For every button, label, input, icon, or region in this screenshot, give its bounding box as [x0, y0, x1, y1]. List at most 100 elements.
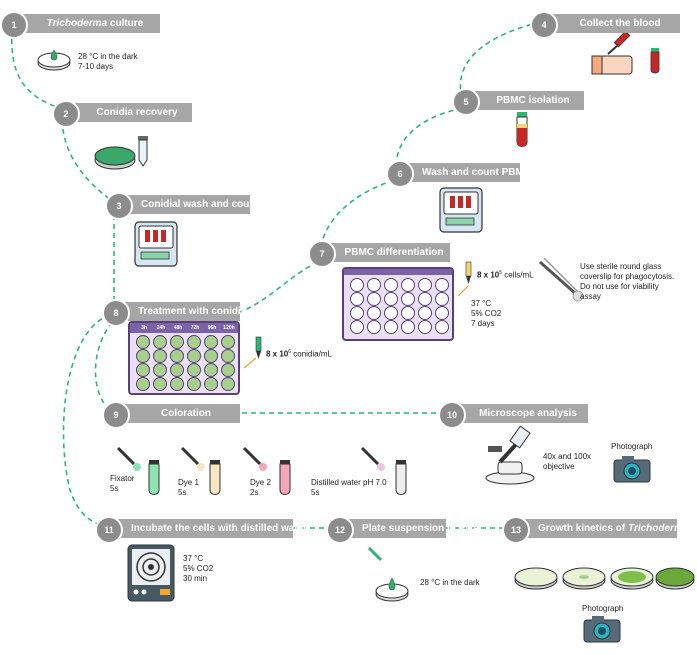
step-number: 10 [438, 401, 466, 429]
step-title: PBMC isolation [496, 95, 570, 106]
incubate-conditions: 37 °C 5% CO2 30 min [183, 554, 214, 583]
hot-plate-icon [127, 544, 175, 602]
plate-well [401, 292, 415, 306]
step-1: 1 Trichoderma culture [0, 11, 160, 39]
step-title: Wash and count PBMC [422, 167, 532, 178]
camera-icon [613, 456, 651, 483]
plate-well [418, 278, 432, 292]
conidia-well-plate: 3h 24h 48h 72h 96h 120h [128, 321, 240, 395]
plate-well [136, 363, 150, 377]
plate-well [136, 335, 150, 349]
dye2-dropper-icon [242, 446, 267, 471]
microscope-icon [485, 425, 535, 485]
step-title: Incubate the cells with distilled water [131, 523, 308, 534]
conidia-concentration: 8 x 106 conidia/mL [266, 349, 332, 359]
petri-dish-icon [37, 49, 71, 71]
step-number: 6 [386, 160, 414, 188]
step-title: PBMC differentiation [344, 247, 444, 258]
plate-well [187, 377, 201, 391]
growth-dish-3-icon [610, 567, 654, 590]
dye1-tube-icon [209, 460, 221, 495]
plate-well [153, 335, 167, 349]
plate-well [367, 320, 381, 334]
pbmc-concentration: 8 x 105 cells/mL [477, 270, 534, 280]
plate-well [435, 278, 449, 292]
plate-well [418, 292, 432, 306]
step-title: Collect the blood [579, 18, 661, 29]
dye1-dropper-icon [180, 446, 205, 471]
growth-dish-1-icon [514, 567, 558, 590]
dye1-label: Dye 1 5s [178, 478, 199, 497]
step-title: Microscope analysis [479, 408, 577, 419]
plate-well [350, 292, 364, 306]
step-title: Conidia recovery [96, 107, 178, 118]
step-11: 11 Incubate the cells with distilled wat… [95, 516, 308, 544]
water-tube-icon [395, 460, 407, 495]
step-9: 9 Coloration [102, 401, 240, 429]
plate-well [401, 306, 415, 320]
step-title: Trichoderma culture [46, 18, 144, 29]
step-number: 9 [102, 401, 130, 429]
step-12: 12 Plate suspension in PDA [326, 516, 480, 544]
step-number: 13 [502, 516, 530, 544]
step-6: 6 Wash and count PBMC [386, 160, 532, 188]
plate-well [187, 349, 201, 363]
connector-6-7 [319, 179, 395, 251]
step-7: 7 PBMC differentiation [308, 240, 450, 268]
plate-well [170, 363, 184, 377]
plate-well [187, 335, 201, 349]
step-3: 3 Conidial wash and count [105, 192, 259, 220]
step-title: Coloration [161, 408, 211, 419]
pipette-icon [465, 261, 472, 284]
pda-conditions: 28 °C in the dark [420, 578, 480, 587]
plate-well [435, 320, 449, 334]
plate-well [136, 377, 150, 391]
fixator-dropper-icon [116, 446, 141, 471]
plate-header-cell: 120h [223, 325, 235, 331]
photograph-label: Photograph [582, 604, 624, 613]
plate-well [435, 292, 449, 306]
green-petri-dish-icon [94, 146, 136, 170]
growth-dish-2-icon [562, 567, 606, 590]
step-title: Treatment with conidia [138, 306, 247, 317]
plate-well [170, 335, 184, 349]
step-number: 4 [530, 11, 558, 39]
plate-well [170, 349, 184, 363]
plate-well [221, 377, 235, 391]
step-number: 7 [308, 240, 336, 268]
plate-well [187, 363, 201, 377]
connector-1-2 [10, 29, 61, 109]
pipette-icon [367, 546, 383, 562]
plate-well [384, 306, 398, 320]
plate-well [401, 278, 415, 292]
dye2-tube-icon [279, 460, 291, 495]
plate-well [204, 349, 218, 363]
plate-well [418, 306, 432, 320]
step-8: 8 Treatment with conidia [102, 299, 247, 327]
plate-well [204, 377, 218, 391]
plate-well [221, 349, 235, 363]
plate-well [401, 320, 415, 334]
step-title: Conidial wash and count [141, 199, 259, 210]
step-number: 11 [95, 516, 123, 544]
connector-8-9 [94, 321, 113, 413]
coverslip-note: Use sterile round glass coverslip for ph… [580, 262, 675, 301]
step-title: Plate suspension in PDA [362, 523, 480, 534]
connector-4-5 [459, 21, 541, 99]
plate-well [367, 306, 381, 320]
plate-header-cell: 96h [207, 325, 217, 331]
arm-syringe-icon [591, 30, 633, 75]
step-13: 13 Growth kinetics of Trichoderma [502, 516, 688, 544]
plate-header: 3h 24h 48h 72h 96h 120h [130, 323, 238, 333]
plate-well [221, 335, 235, 349]
step-number: 2 [52, 100, 80, 128]
plate-well [153, 349, 167, 363]
plate-header-cell: 3h [141, 325, 147, 331]
pipette-icon [255, 336, 262, 359]
connector-8-11 [62, 314, 111, 529]
plate-well [435, 306, 449, 320]
growth-dish-4-icon [655, 567, 695, 590]
plate-well [384, 320, 398, 334]
water-label: Distilled water pH 7.0 5s [311, 478, 387, 497]
fixator-tube-icon [148, 460, 160, 495]
